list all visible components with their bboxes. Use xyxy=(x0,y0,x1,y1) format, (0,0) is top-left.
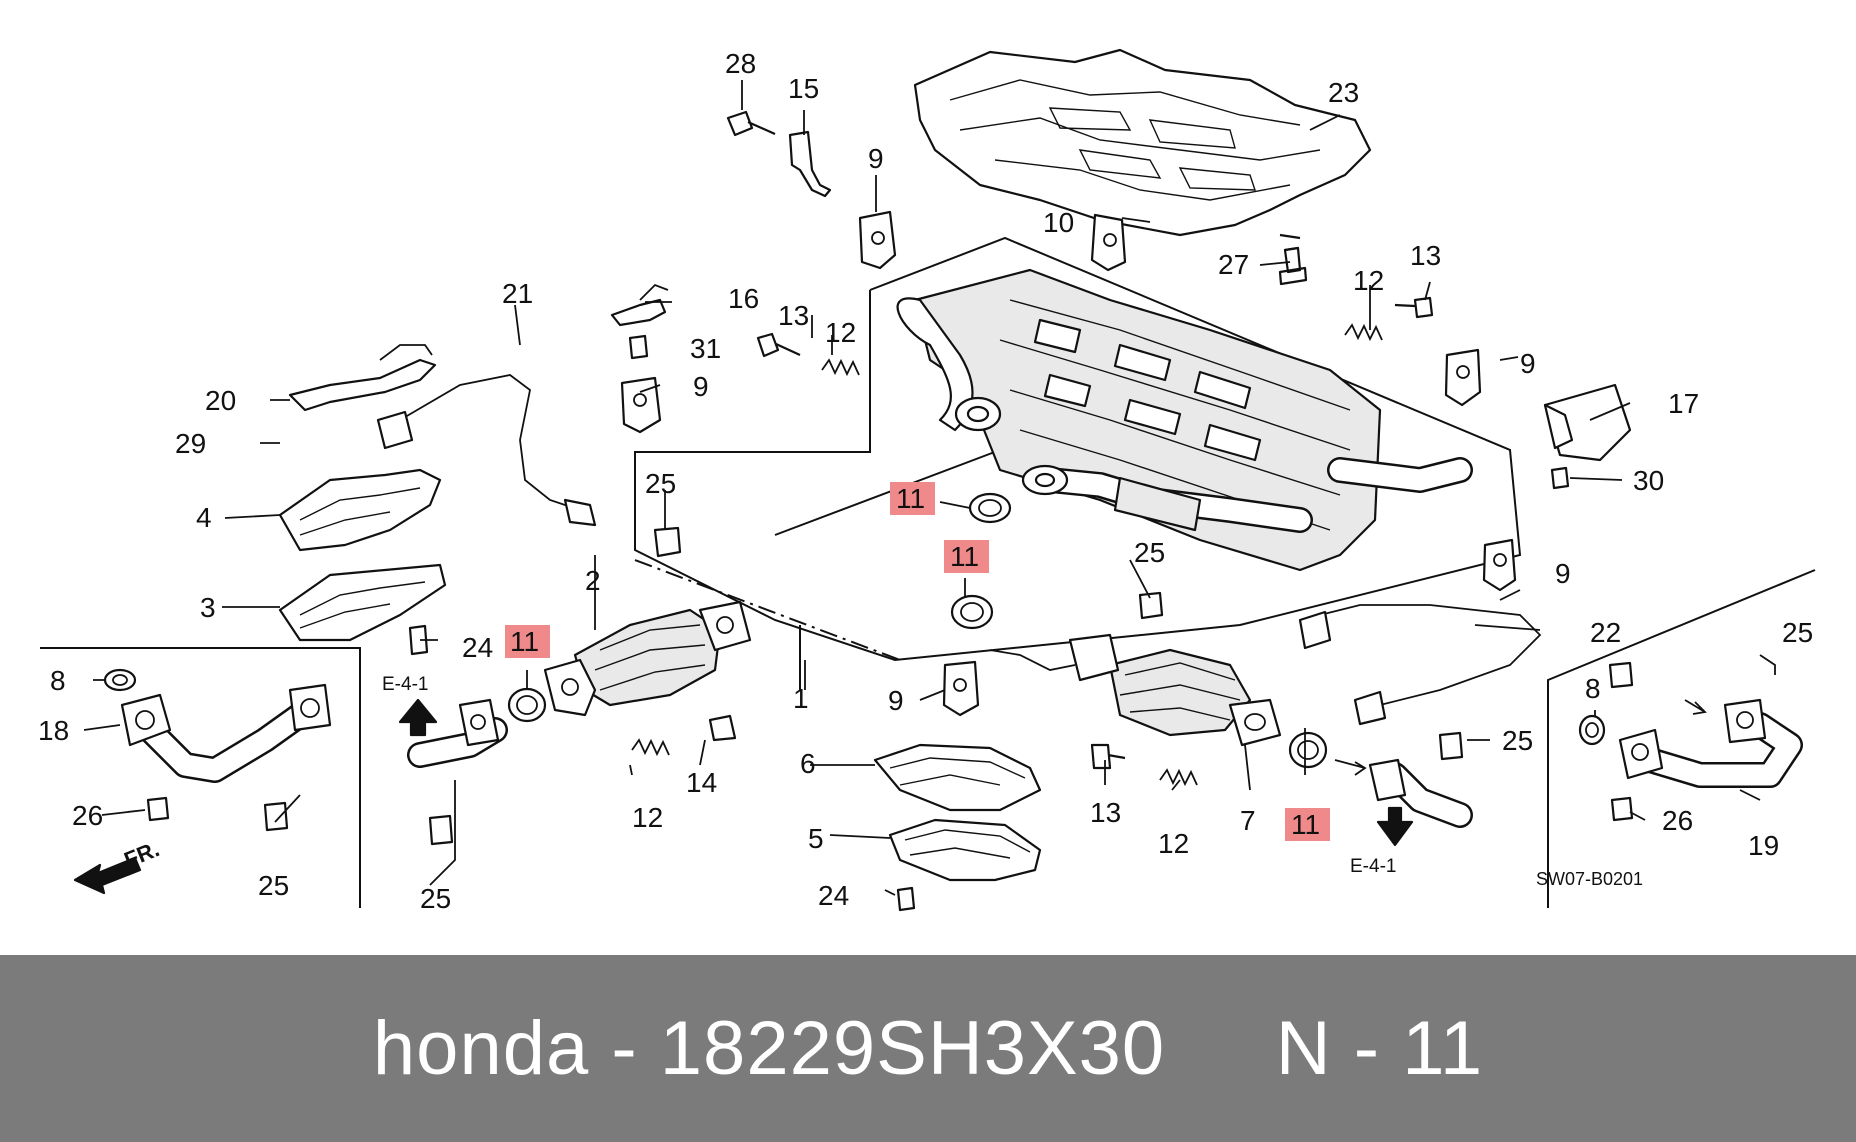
callout: 8 xyxy=(50,665,66,696)
callout: 12 xyxy=(632,802,663,833)
callout: 26 xyxy=(1662,805,1693,836)
ref-e41-right: E-4-1 xyxy=(1350,856,1396,877)
callout: 30 xyxy=(1633,465,1664,496)
callout: 25 xyxy=(1782,617,1813,648)
callout: 14 xyxy=(686,767,717,798)
callout: 1 xyxy=(793,683,809,714)
hanger-rubber-icons xyxy=(620,210,1632,717)
catalytic-converter-icons xyxy=(543,600,1282,747)
callout: 12 xyxy=(1158,828,1189,859)
caption-bar: honda - 18229SH3X30 N - 11 xyxy=(0,955,1856,1142)
muffler-assembly-part xyxy=(896,268,1473,572)
callout: 13 xyxy=(1090,797,1121,828)
callout: 24 xyxy=(462,632,493,663)
bolt-nut-icons xyxy=(146,110,1634,912)
gasket-icons xyxy=(103,492,1606,769)
callout: 9 xyxy=(868,143,884,174)
callout: 10 xyxy=(1043,207,1074,238)
callout: 21 xyxy=(502,278,533,309)
callout: 9 xyxy=(1520,348,1536,379)
callout: 9 xyxy=(693,371,709,402)
bracket-icons xyxy=(288,130,832,412)
callout: 13 xyxy=(778,300,809,331)
callout: 13 xyxy=(1410,240,1441,271)
callout: 28 xyxy=(725,48,756,79)
arrow-icons xyxy=(73,698,1707,895)
callout: 17 xyxy=(1668,388,1699,419)
callout: 22 xyxy=(1590,617,1621,648)
callout: 26 xyxy=(72,800,103,831)
callout: 11 xyxy=(1291,809,1320,840)
callout: 25 xyxy=(1134,537,1165,568)
callout: 8 xyxy=(1585,673,1601,704)
callout: 2 xyxy=(585,565,601,596)
callout: 25 xyxy=(258,870,289,901)
leader-lines xyxy=(83,80,1776,896)
front-pipe-icons xyxy=(120,683,1803,828)
oxygen-sensor-icons xyxy=(376,374,1542,726)
callout: 9 xyxy=(1555,558,1571,589)
callout-labels: 28 15 9 23 10 27 12 13 21 16 13 12 31 9 … xyxy=(38,48,1813,914)
heat-shield-small-icons xyxy=(278,468,1042,882)
callout: 24 xyxy=(818,880,849,911)
callout: 25 xyxy=(420,883,451,914)
resonator-pipe-part xyxy=(1021,464,1313,533)
callout: 15 xyxy=(788,73,819,104)
drawing-code: SW07-B0201 xyxy=(1536,869,1643,889)
callout: 23 xyxy=(1328,77,1359,108)
callout: 7 xyxy=(1240,805,1256,836)
spring-icons xyxy=(631,323,1383,787)
exhaust-parts-diagram: 28 15 9 23 10 27 12 13 21 16 13 12 31 9 … xyxy=(38,48,1816,914)
callout: 5 xyxy=(808,823,824,854)
callout: 6 xyxy=(800,748,816,779)
callout: 29 xyxy=(175,428,206,459)
reference-labels: E-4-1 E-4-1 FR. SW07-B0201 xyxy=(121,674,1644,889)
callout: 3 xyxy=(200,592,216,623)
callout: 4 xyxy=(196,502,212,533)
callout: 25 xyxy=(645,468,676,499)
part-11-highlights xyxy=(505,482,1330,841)
front-direction-label: FR. xyxy=(121,836,163,872)
caption-text: honda - 18229SH3X30 N - 11 xyxy=(372,1006,1484,1091)
callout: 19 xyxy=(1748,830,1779,861)
callout: 12 xyxy=(825,317,856,348)
callout: 11 xyxy=(510,626,539,657)
callout: 12 xyxy=(1353,265,1384,296)
callout: 25 xyxy=(1502,725,1533,756)
callout: 16 xyxy=(728,283,759,314)
callout: 31 xyxy=(690,333,721,364)
callout: 11 xyxy=(950,541,979,572)
callout: 27 xyxy=(1218,249,1249,280)
heat-shield-part xyxy=(913,48,1372,237)
callout: 11 xyxy=(896,483,925,514)
callout: 20 xyxy=(205,385,236,416)
callout: 9 xyxy=(888,685,904,716)
callout: 18 xyxy=(38,715,69,746)
ref-e41-left: E-4-1 xyxy=(382,674,428,695)
